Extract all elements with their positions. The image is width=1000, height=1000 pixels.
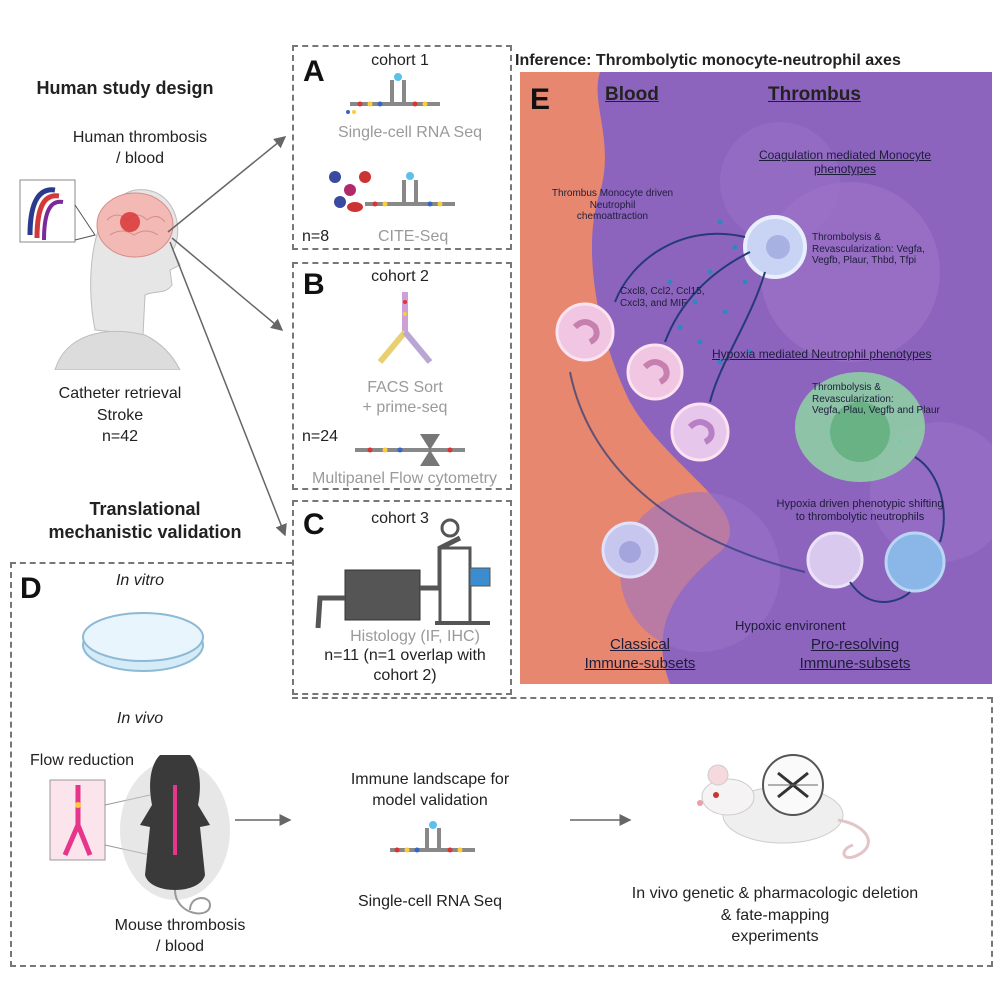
panel-d-top-border-left: [10, 562, 292, 564]
human-study-heading: Human study design: [36, 78, 214, 98]
panel-b-n: n=24: [302, 428, 339, 445]
facs-icon: [377, 292, 433, 364]
chemokines-label: Cxcl8, Ccl2, Ccl15, Cxcl3, and MIF: [620, 286, 705, 309]
panel-a-method2: CITE-Seq: [378, 228, 449, 245]
panel-e-letter: E: [530, 83, 551, 116]
cohort-2-label: cohort 2: [371, 268, 429, 285]
thrombus-label: Thrombus: [768, 84, 861, 105]
blood-label: Blood: [605, 84, 659, 105]
panel-a-method1: Single-cell RNA Seq: [337, 124, 483, 141]
in-vivo-label: In vivo: [116, 710, 164, 727]
panel-c-method1: Histology (IF, IHC): [350, 628, 480, 645]
panel-e-illustration: [520, 72, 992, 684]
flow-reduction-label: Flow reduction: [30, 752, 135, 769]
classical-subsets-label: Classical Immune-subsets: [584, 636, 696, 672]
knockout-mouse-illustration: [697, 754, 870, 860]
in-vitro-label: In vitro: [115, 572, 164, 589]
translational-heading: Translational mechanistic validation: [48, 499, 242, 542]
panel-c-n: n=11 (n=1 overlap with cohort 2): [324, 647, 486, 684]
panel-b-letter: B: [303, 268, 325, 301]
neutrophil-genes-label: Thrombolysis & Revascularization: Vegfa,…: [812, 382, 940, 416]
hypoxia-neutrophil-label: Hypoxia mediated Neutrophil phenotypes: [712, 347, 932, 361]
human-thrombosis-label: Human thrombosis / blood: [72, 129, 208, 167]
mouse-thrombosis-label: Mouse thrombosis / blood: [114, 917, 246, 955]
immune-landscape-label: Immune landscape for model validation: [350, 771, 510, 809]
panel-d-letter: D: [20, 572, 42, 605]
cohort-3-label: cohort 3: [371, 510, 429, 527]
panel-c-letter: C: [303, 508, 325, 541]
microscope-icon: [315, 518, 491, 629]
mouse-in-vivo-illustration: [49, 755, 230, 915]
human-head-illustration: [19, 179, 181, 370]
hypoxic-environment-label: Hypoxic environent: [735, 618, 846, 633]
panel-d-right-border: [991, 697, 993, 967]
deletion-experiments-label: In vivo genetic & pharmacologic deletion…: [631, 885, 919, 946]
panel-d-top-border-right: [292, 697, 993, 699]
panel-d-box: [10, 562, 993, 967]
panel-a-letter: A: [303, 55, 325, 88]
phenotypic-shift-label: Hypoxia driven phenotypic shifting to th…: [776, 498, 944, 523]
inference-title: Inference: Thrombolytic monocyte-neutrop…: [515, 52, 901, 69]
panel-d-scrna-label: Single-cell RNA Seq: [357, 893, 503, 910]
panel-a-box: [292, 45, 512, 250]
pro-resolving-subsets-label: Pro-resolving Immune-subsets: [799, 636, 911, 672]
panel-b-method1: FACS Sort + prime-seq: [362, 379, 448, 416]
chemoattraction-label: Thrombus Monocyte driven Neutrophil chem…: [551, 188, 674, 222]
panel-b-method2: Multipanel Flow cytometry: [312, 470, 497, 487]
cohort-1-label: cohort 1: [371, 52, 429, 69]
coagulation-label: Coagulation mediated Monocyte phenotypes: [758, 148, 932, 177]
panel-b-box: [292, 262, 512, 490]
catheter-retrieval-label: Catheter retrieval Stroke n=42: [58, 385, 182, 446]
panel-a-n: n=8: [302, 228, 330, 245]
flow-cytometry-icon: [355, 434, 465, 466]
panel-c-box: [292, 500, 512, 695]
scrna-icon-a: [346, 73, 440, 114]
scrna-icon-d: [390, 821, 475, 853]
monocyte-genes-label: Thrombolysis & Revascularization: Vegfa,…: [812, 232, 925, 266]
petri-dish-icon: [82, 612, 204, 672]
cite-seq-icon: [329, 171, 455, 212]
